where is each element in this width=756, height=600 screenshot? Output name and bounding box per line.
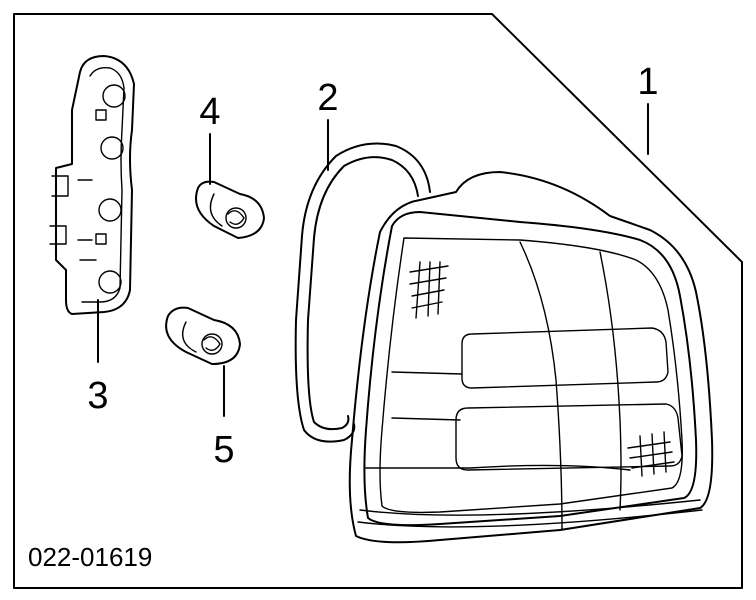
callout-number-2: 2 <box>317 77 338 119</box>
diagram-code: 022-01619 <box>28 542 152 572</box>
diagram-frame <box>13 13 743 589</box>
callout-number-5: 5 <box>213 429 234 471</box>
part-bulb-upper[interactable] <box>195 180 265 239</box>
part-bulb-socket-holder[interactable] <box>49 55 135 315</box>
part-tail-lamp-assembly[interactable] <box>348 171 714 544</box>
callout-number-1: 1 <box>637 61 658 103</box>
callout-number-4: 4 <box>199 91 220 133</box>
part-gasket[interactable] <box>294 142 431 443</box>
part-bulb-lower[interactable] <box>165 306 241 365</box>
callout-number-3: 3 <box>87 375 108 417</box>
